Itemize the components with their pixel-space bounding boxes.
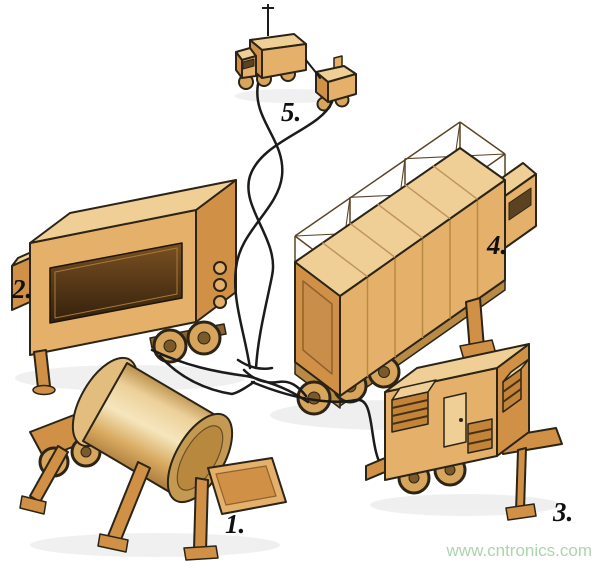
unit3-grille-right-stripes <box>467 428 493 445</box>
unit2-support-leg <box>33 349 51 389</box>
unit1-rear-leg-foot <box>19 495 47 515</box>
unit3-ramp-foot <box>505 503 537 521</box>
unit3-door <box>443 392 467 448</box>
unit3-vent-grille-right <box>467 418 493 454</box>
cable-truck-to-trailer <box>305 59 321 79</box>
unit2-dark-panel <box>49 242 183 324</box>
support-trailer-unit5 <box>315 55 357 112</box>
unit2-roof <box>29 179 237 244</box>
unit1-front-leg-left-foot <box>97 533 129 553</box>
unit1-front-leg-right-foot <box>183 545 219 561</box>
unit2-panel-frame <box>54 247 178 319</box>
label-unit-5: 5. <box>281 97 301 127</box>
unit4-wheel-hub <box>307 391 321 405</box>
label-unit-3: 3. <box>552 497 573 527</box>
launcher-truck <box>294 121 537 416</box>
unit4-wheel-hub <box>378 366 390 378</box>
radar-antenna-trailer <box>19 356 287 561</box>
label-unit-1: 1. <box>225 509 245 539</box>
unit2-wheel-hub <box>163 339 177 353</box>
unit2-wheel-hub <box>197 331 211 345</box>
antenna-mast <box>262 4 274 36</box>
unit3-grille-left-stripes <box>391 399 429 425</box>
unit2-porthole <box>213 278 227 292</box>
antenna-mast-truck <box>235 4 307 90</box>
cable-unit1-link <box>158 354 256 396</box>
unit3-roof <box>384 343 530 393</box>
unit4-top-panel-lines <box>322 164 478 278</box>
cable-bundle-loop-2 <box>236 358 274 370</box>
unit4-cab-window <box>508 187 532 221</box>
unit1-wheel-hub <box>80 446 92 458</box>
unit1-folded-panel-inner <box>215 465 277 506</box>
generator-trailer <box>365 343 563 521</box>
unit2-porthole <box>213 295 227 309</box>
unit3-door-handle <box>459 418 463 422</box>
unit5-trailer-side <box>327 73 357 103</box>
unit1-front-leg-right <box>193 477 209 553</box>
watermark-text: www.cntronics.com <box>446 541 592 560</box>
unit5-box-side <box>261 43 307 79</box>
cable-bundle-loop-1 <box>242 368 308 398</box>
unit3-drawbar <box>365 457 386 481</box>
cable-mast-down-2 <box>247 100 334 370</box>
unit3-grille-end-stripes <box>502 378 522 403</box>
unit1-front-leg-left <box>107 461 151 543</box>
cable-mast-down-1 <box>234 82 284 370</box>
unit4-rear-panel <box>302 280 333 375</box>
number-labels: 2. 5. 4. 1. 3. <box>11 97 573 539</box>
label-unit-2: 2. <box>11 274 32 304</box>
connection-cables <box>150 59 386 470</box>
unit5-cab-window <box>242 58 255 70</box>
unit2-porthole <box>213 261 227 275</box>
unit2-leg-foot <box>32 384 56 396</box>
label-unit-4: 4. <box>486 230 507 260</box>
unit3-ramp-leg <box>515 447 527 513</box>
command-cabin-trailer <box>11 179 237 396</box>
unit4-side-panel-lines <box>366 199 479 377</box>
unit1-front-cap-ring <box>176 425 224 491</box>
